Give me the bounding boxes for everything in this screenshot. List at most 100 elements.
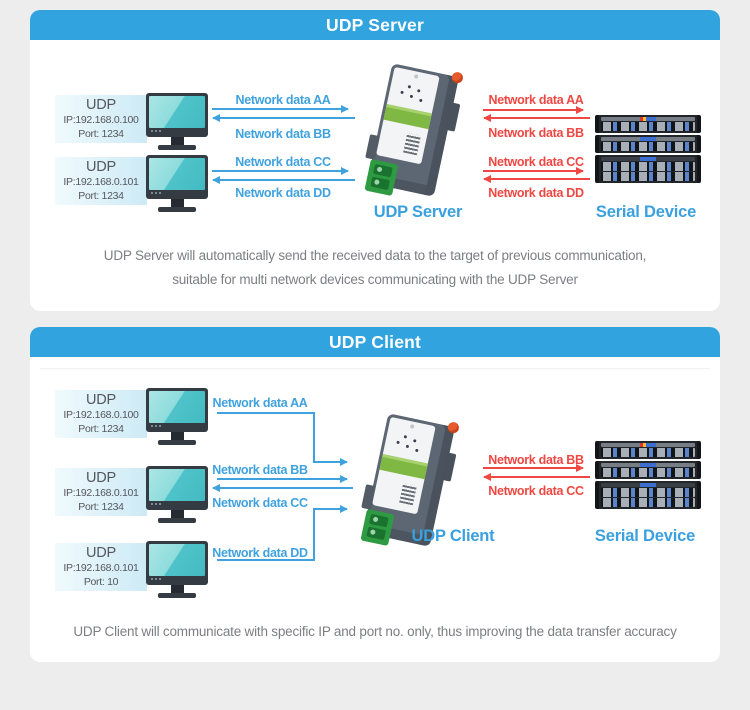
rack-strip: [601, 157, 695, 161]
flow-label-send-cc: Network data CC: [488, 155, 584, 169]
client-box-1: UDP IP:192.168.0.100 Port: 1234: [55, 95, 147, 143]
connector-line: [217, 412, 315, 414]
rack-led-icons: [640, 483, 656, 487]
client-ip: IP:192.168.0.101: [63, 487, 139, 499]
panel-caption-line1: UDP Client will communicate with specifi…: [73, 624, 677, 639]
client-protocol: UDP: [85, 159, 116, 175]
rack-led-icons: [640, 137, 656, 141]
device-label: UDP Server: [373, 203, 463, 221]
rack-unit: [595, 461, 701, 479]
rack-strip: [601, 137, 695, 141]
device-body-group: [364, 63, 464, 197]
monitor-stand: [170, 137, 184, 145]
panel-title-udp-client: UDP Client: [30, 327, 720, 357]
device-screw: [409, 424, 415, 429]
monitor-icon: [146, 466, 208, 523]
arrow-right-icon: [483, 464, 584, 472]
rack-unit: [595, 155, 701, 183]
monitor-stand: [170, 199, 184, 207]
arrow-right-icon: [313, 505, 348, 513]
flow-label-aa: Network data AA: [212, 396, 308, 410]
monitor-screen: [149, 158, 205, 190]
monitor-frame: [146, 155, 208, 199]
rack-unit: [595, 481, 701, 509]
rack-strip: [601, 483, 695, 487]
arrow-left-icon: [212, 114, 355, 122]
client-port: Port: 10: [83, 576, 119, 588]
connector-line: [313, 412, 315, 463]
monitor-icon: [146, 93, 208, 150]
udp-server-panel: UDP Server UDP IP:192.168.0.100 Port: 12…: [30, 10, 720, 311]
arrow-left-icon: [212, 176, 355, 184]
device-led-icons: [407, 85, 412, 89]
arrow-right-icon: [212, 167, 349, 175]
monitor-buttons: [151, 130, 153, 132]
flow-label-dd: Network data DD: [212, 546, 308, 560]
monitor-base: [158, 207, 196, 212]
monitor-icon: [146, 155, 208, 212]
monitor-icon: [146, 388, 208, 445]
flow-label-cc: Network data CC: [212, 496, 308, 510]
server-rack-image: [595, 115, 701, 185]
rack-unit: [595, 135, 701, 153]
arrow-left-icon: [483, 473, 590, 481]
client-box-1: UDP IP:192.168.0.100 Port: 1234: [55, 390, 147, 438]
rack-led-icons: [640, 443, 656, 447]
monitor-frame: [146, 93, 208, 137]
terminal-slot: [373, 163, 393, 178]
rack-led-icons: [640, 463, 656, 467]
terminal-block-icon: [364, 158, 399, 197]
serial-device-label: Serial Device: [594, 527, 696, 545]
monitor-buttons: [151, 503, 153, 505]
rack-drive-bays: [601, 498, 695, 507]
monitor-base: [158, 518, 196, 523]
monitor-screen: [149, 544, 205, 576]
rack-drive-bays: [601, 488, 695, 497]
device-barcode: [403, 132, 421, 156]
client-ip: IP:192.168.0.101: [63, 176, 139, 188]
terminal-slot: [366, 526, 387, 541]
client-port: Port: 1234: [78, 423, 124, 435]
rack-drive-bays: [601, 142, 695, 151]
monitor-screen: [149, 96, 205, 128]
device-label: UDP Client: [411, 527, 495, 545]
monitor-stand: [170, 585, 184, 593]
arrow-left-icon: [212, 484, 353, 492]
rack-drive-bays: [601, 172, 695, 181]
device-green-label: [379, 453, 428, 480]
monitor-base: [158, 593, 196, 598]
monitor-frame: [146, 466, 208, 510]
flow-label-recv-cc: Network data CC: [488, 484, 584, 498]
rack-drive-bays: [601, 468, 695, 477]
divider: [40, 368, 710, 369]
flow-label-recv-bb: Network data BB: [488, 126, 584, 140]
arrow-right-icon: [483, 167, 584, 175]
monitor-buttons: [151, 578, 153, 580]
client-port: Port: 1234: [78, 128, 124, 140]
client-box-2: UDP IP:192.168.0.101 Port: 1234: [55, 468, 147, 516]
rack-drive-bays: [601, 122, 695, 131]
client-protocol: UDP: [85, 470, 116, 486]
flow-label-send-aa: Network data AA: [235, 93, 331, 107]
rack-led-icons: [640, 157, 656, 161]
rack-drive-bays: [601, 162, 695, 171]
panel-title-udp-server: UDP Server: [30, 10, 720, 40]
rack-led-icons: [640, 117, 656, 121]
monitor-frame: [146, 541, 208, 585]
server-rack-image: [595, 441, 701, 511]
monitor-stand: [170, 510, 184, 518]
flow-label-recv-dd: Network data DD: [488, 186, 584, 200]
monitor-buttons: [151, 425, 153, 427]
rack-strip: [601, 463, 695, 467]
connector-line: [217, 559, 315, 561]
terminal-slot: [369, 513, 389, 528]
client-box-2: UDP IP:192.168.0.101 Port: 1234: [55, 157, 147, 205]
client-ip: IP:192.168.0.100: [63, 409, 139, 421]
serial-device-label: Serial Device: [595, 203, 697, 221]
connector-line: [313, 510, 315, 561]
rack-unit: [595, 441, 701, 459]
panel-caption-line1: UDP Server will automatically send the r…: [103, 248, 647, 263]
flow-label-send-bb: Network data BB: [488, 453, 584, 467]
rack-strip: [601, 117, 695, 121]
